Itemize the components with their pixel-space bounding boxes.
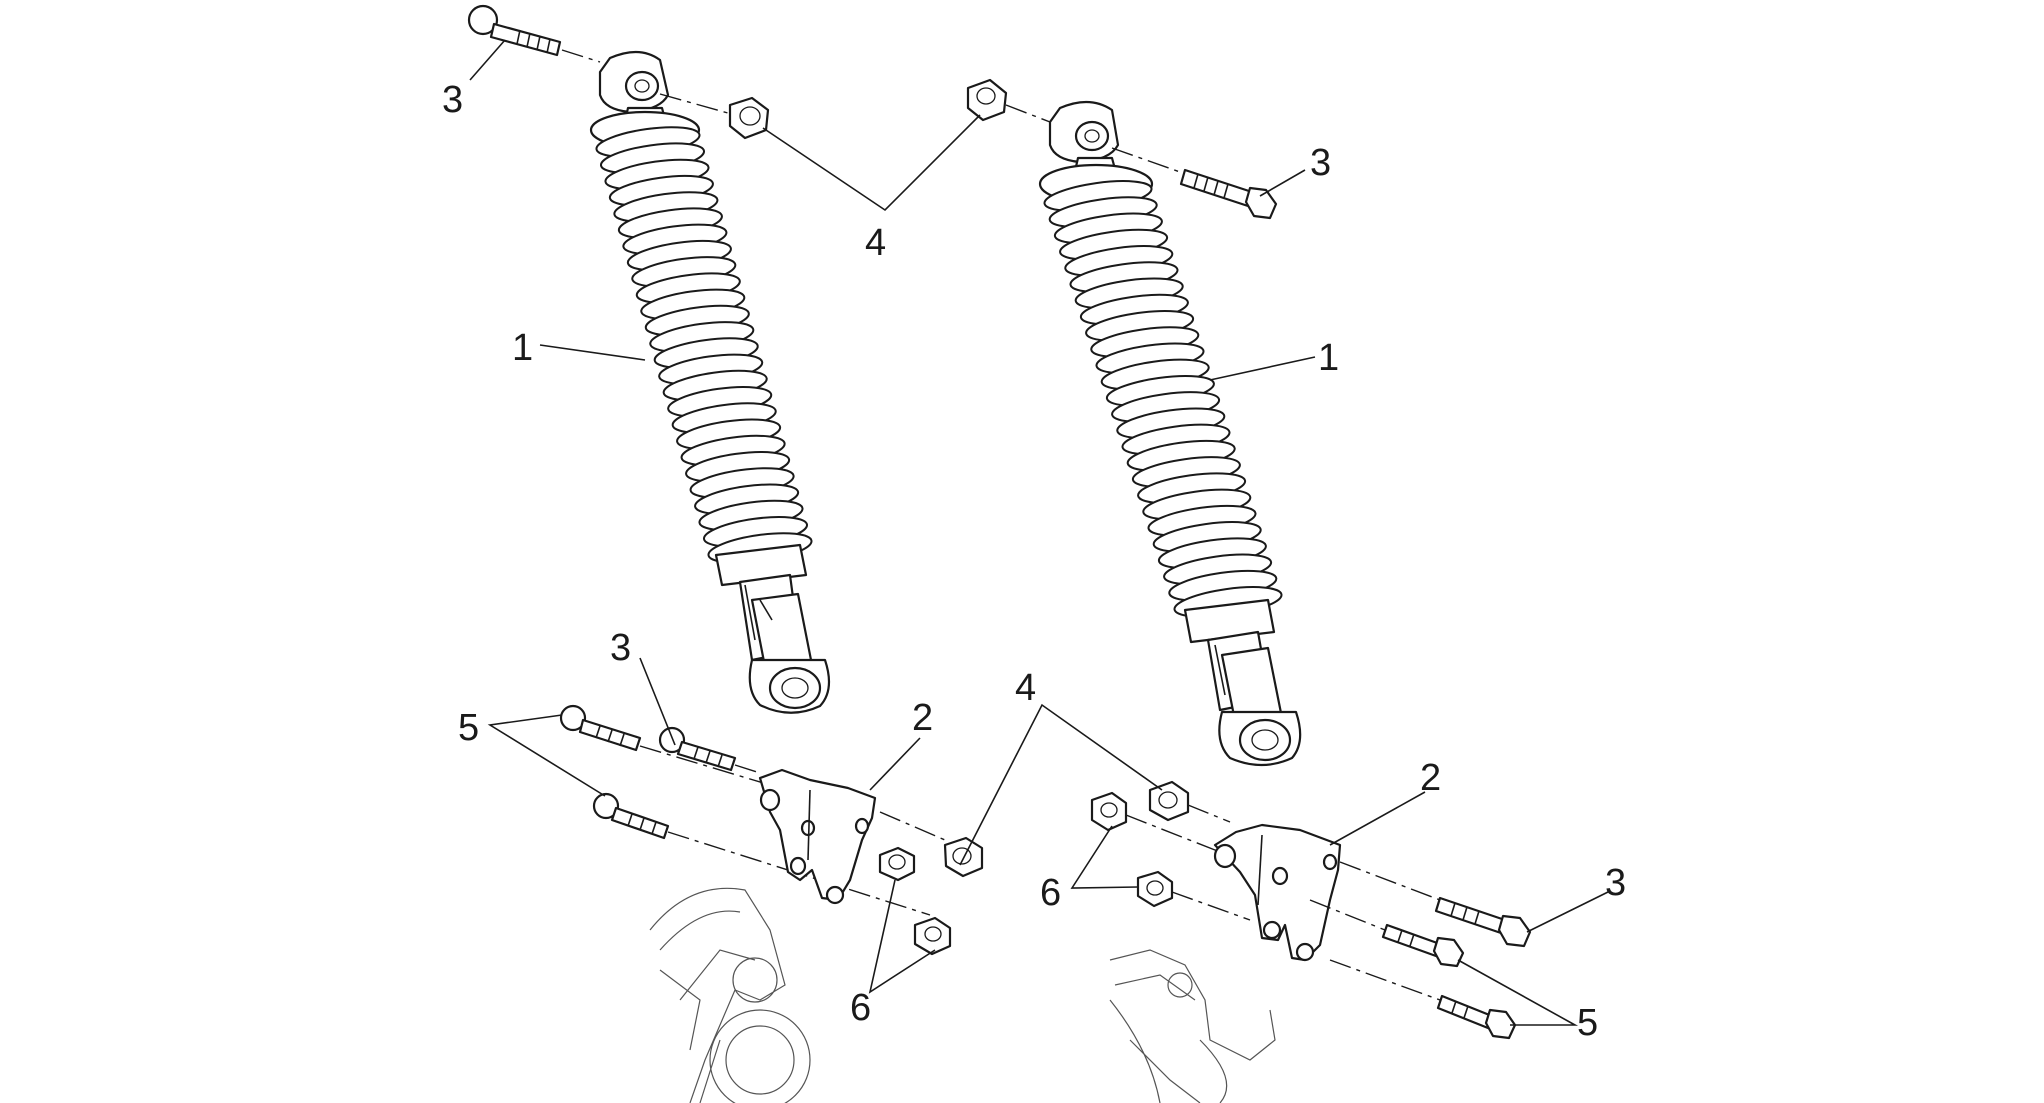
nut-top-left bbox=[728, 96, 770, 140]
bolt-3-right-lower bbox=[1434, 896, 1532, 948]
callout-6-right: 6 bbox=[1040, 872, 1061, 914]
bracket-right bbox=[1213, 823, 1342, 962]
callout-3-bracket-right: 3 bbox=[1605, 862, 1626, 904]
spacer-6-right-lower bbox=[1136, 870, 1174, 908]
bolt-top-left bbox=[467, 4, 562, 57]
callout-labels: 3 4 3 1 1 3 5 2 4 2 6 6 3 5 bbox=[442, 79, 1626, 1044]
callout-2-left: 2 bbox=[912, 697, 933, 739]
frame-ghost-right bbox=[1109, 949, 1276, 1103]
bolt-top-right bbox=[1179, 168, 1278, 220]
bolt-5-right-lower bbox=[1436, 994, 1517, 1040]
spacer-6-left-upper bbox=[878, 846, 916, 882]
callout-3-bracket-left: 3 bbox=[610, 627, 631, 669]
bolt-3-left bbox=[658, 726, 737, 772]
callout-3-top-left: 3 bbox=[442, 79, 463, 121]
callout-4-middle: 4 bbox=[1015, 667, 1036, 709]
leader-lines bbox=[469, 39, 1609, 1026]
shock-absorber-right bbox=[1038, 100, 1302, 767]
nut-4-right-lower bbox=[1148, 780, 1190, 822]
spacer-6-right-upper bbox=[1090, 791, 1128, 832]
bolt-5-right-upper bbox=[1381, 923, 1465, 968]
callout-5-right: 5 bbox=[1577, 1002, 1598, 1044]
shock-absorber-left bbox=[589, 50, 831, 714]
callout-3-top-right: 3 bbox=[1310, 142, 1331, 184]
callout-1-left: 1 bbox=[512, 327, 533, 369]
bolt-5-left-upper bbox=[559, 704, 642, 752]
callout-4-top: 4 bbox=[865, 222, 886, 264]
callout-2-right: 2 bbox=[1420, 757, 1441, 799]
frame-ghost-left bbox=[649, 887, 811, 1103]
callout-6-left: 6 bbox=[850, 987, 871, 1029]
callout-1-right: 1 bbox=[1318, 337, 1339, 379]
spacer-6-left-lower bbox=[913, 916, 952, 956]
bolt-5-left-lower bbox=[592, 792, 670, 840]
callout-5-left: 5 bbox=[458, 707, 479, 749]
bracket-left bbox=[758, 768, 877, 905]
nut-top-right bbox=[966, 78, 1008, 122]
